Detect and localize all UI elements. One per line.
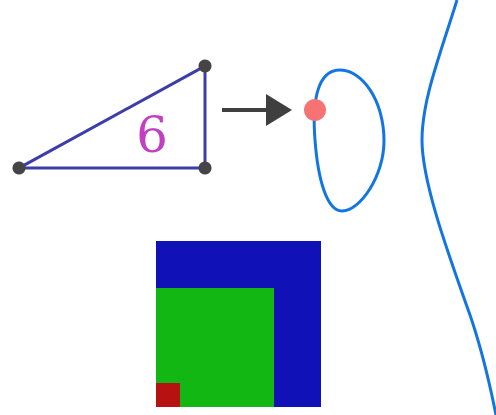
square-inner [156,383,180,407]
curve-branch [420,0,496,415]
right-triangle: 6 [12,59,212,175]
arrow-head [266,94,292,126]
curve-oval [312,68,386,213]
triangle-vertex-top [198,59,212,73]
curve [304,0,496,415]
triangle-edges [17,64,207,170]
triangle-vertex-right-angle [198,161,212,175]
triangle-vertex-left [12,161,26,175]
nested-squares [156,241,321,407]
curve-marked-point [304,99,326,121]
arrow-right-icon [222,94,292,126]
triangle-label: 6 [136,106,168,164]
